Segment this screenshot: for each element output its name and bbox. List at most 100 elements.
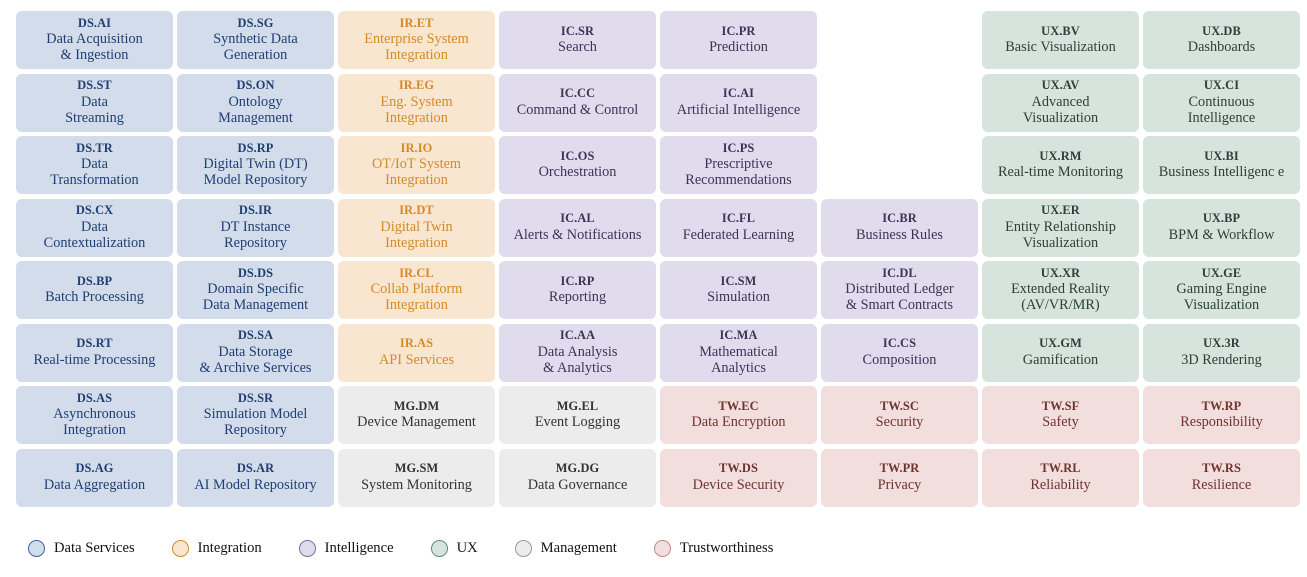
capability-code: UX.BI [1204,148,1239,163]
legend-item-ir[interactable]: Integration [171,540,262,557]
legend-swatch-intelligence [298,540,316,557]
capability-label: Command & Control [516,101,639,118]
capability-label: Real-time Monitoring [997,164,1124,181]
capability-label: Ontology Management [218,93,293,126]
legend-label: Management [540,540,617,556]
capability-code: UX.BV [1041,23,1080,38]
capability-label: Data Analysis & Analytics [537,343,618,376]
capability-code: TW.DS [719,461,758,476]
capability-label: Business Rules [856,226,943,243]
capability-code: IC.CS [882,336,917,351]
capability-label: Prediction [709,39,768,56]
legend-item-tw[interactable]: Trustworthiness [653,540,774,557]
legend-item-ds[interactable]: Data Services [28,540,135,557]
capability-label: Digital Twin Integration [380,218,453,251]
capability-code: DS.BP [76,273,113,288]
legend-item-ic[interactable]: Intelligence [298,540,394,557]
capability-code: DS.SA [237,328,274,343]
capability-label: Composition [862,351,937,368]
capability-code: TW.RP [1201,398,1242,413]
legend-item-ux[interactable]: UX [430,540,478,557]
legend-label: Trustworthiness [679,540,774,556]
grid-cell-empty [821,11,978,69]
capability-code: IC.DL [882,265,917,280]
legend-swatch-trustworthiness [653,540,671,557]
capability-label: Data Aggregation [43,476,146,493]
legend-item-mg[interactable]: Management [514,540,617,557]
capability-code: IC.SR [560,23,595,38]
capability-label: Event Logging [534,414,621,431]
capability-label: Data Acquisition & Ingestion [46,31,143,64]
legend-swatch-ux [430,540,448,557]
capability-label: Resilience [1191,476,1252,493]
capability-label: BPM & Workflow [1168,226,1275,243]
capability-code: DS.AG [75,461,114,476]
capability-label: Domain Specific Data Management [202,281,309,314]
capability-label: Alerts & Notifications [513,226,642,243]
capability-code: DS.AI [77,15,112,30]
